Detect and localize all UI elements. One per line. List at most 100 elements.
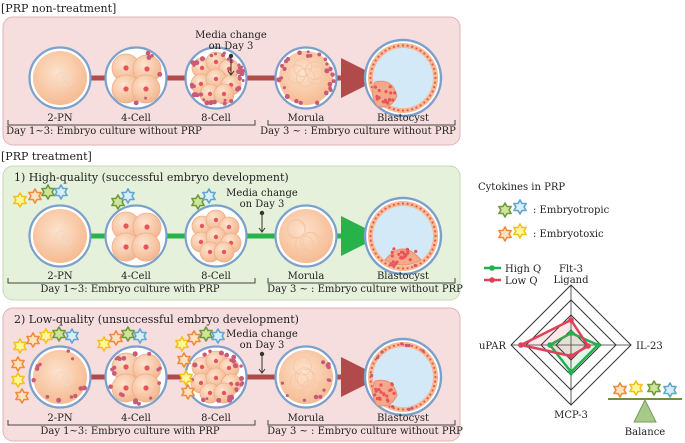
embryo-blastocyst-te-nucleus	[384, 207, 387, 210]
period1-low: Day 1~3: Embryo culture with PRP	[40, 426, 220, 437]
embryo-8-cell-fragment	[231, 354, 237, 360]
embryo-morula-fragment	[282, 66, 287, 72]
embryo-morula-fragment	[328, 66, 333, 72]
cell-label-blastocyst: Blastocyst	[377, 413, 429, 424]
embryo-blastocyst-te-nucleus	[434, 234, 437, 238]
embryo-blastocyst-te-nucleus	[397, 408, 400, 411]
embryo-blastocyst-te-nucleus	[374, 252, 377, 255]
embryo-2-pn	[28, 204, 92, 268]
cell-label-4-cell: 4-Cell	[121, 413, 151, 424]
embryo-blastocyst-icm-nucleus	[413, 263, 417, 268]
media-change-low-line2: on Day 3	[240, 340, 285, 351]
embryo-blastocyst-te-nucleus	[370, 67, 373, 70]
embryo-blastocyst-te-nucleus	[369, 234, 372, 238]
balance-star-green	[647, 380, 661, 396]
embryo-blastocyst-te-nucleus	[419, 49, 422, 52]
legend-high-q: High Q	[505, 264, 541, 275]
cell-label-2-pn: 2-PN	[47, 113, 72, 124]
embryo-blastocyst-te-nucleus	[434, 375, 437, 379]
embryo-morula-fragment	[323, 57, 328, 62]
connector-bar	[167, 374, 185, 380]
embryo-4-cell-fragment	[121, 355, 127, 361]
embryo-4-cell-fragment	[136, 401, 141, 406]
embryo-8-cell-fragment	[239, 382, 244, 387]
embryo-8-cell-fragment	[222, 101, 227, 106]
cell-label-morula: Morula	[288, 113, 325, 124]
embryo-morula-fragment	[317, 52, 322, 57]
embryo-blastocyst-te-nucleus	[419, 104, 422, 107]
legend-embryotropic: : Embryotropic	[533, 205, 610, 216]
embryo-blastocyst-te-nucleus	[372, 362, 375, 365]
embryo-blastocyst-te-nucleus	[434, 380, 437, 383]
cytokine-star-y	[39, 328, 53, 344]
embryo-morula-fragment	[326, 362, 331, 367]
embryo-morula-fragment	[305, 54, 310, 58]
embryo-blastocyst-te-nucleus	[423, 400, 426, 403]
embryo-blastocyst-te-nucleus	[419, 348, 422, 351]
cell-label-blastocyst: Blastocyst	[377, 271, 429, 282]
cytokine-star-g	[52, 326, 66, 342]
embryo-blastocyst-te-nucleus	[434, 230, 437, 233]
embryo-blastocyst-te-nucleus	[397, 109, 400, 112]
embryo-morula-cell-outline	[293, 58, 313, 77]
embryo-2-pn	[28, 345, 92, 409]
embryo-8-cell	[184, 345, 248, 409]
embryo-morula-fragment	[297, 50, 302, 56]
embryo-blastocyst-icm-nucleus	[377, 96, 381, 100]
embryo-blastocyst-te-nucleus	[397, 202, 400, 205]
embryo-blastocyst-icm-nucleus	[388, 388, 392, 393]
embryo-blastocyst-te-nucleus	[431, 90, 434, 93]
embryo-blastocyst-te-nucleus	[372, 221, 375, 224]
embryo-8-cell-fragment	[226, 57, 230, 61]
cytokine-star-y	[179, 370, 193, 386]
embryo-blastocyst-te-nucleus	[411, 203, 414, 206]
period2-high: Day 3 ~ : Embryo culture without PRP	[267, 284, 463, 295]
embryo-8-cell-fragment	[224, 352, 230, 358]
embryo-blastocyst-icm-nucleus	[408, 258, 412, 262]
embryo-4-cell-fragment	[132, 351, 138, 357]
low-point-upar	[518, 342, 524, 348]
embryo-8-cell-fragment	[229, 358, 233, 362]
embryo-2-pn	[28, 46, 92, 110]
embryo-2-pn-pronucleus	[55, 72, 69, 86]
embryo-2-pn-fragment	[66, 349, 70, 353]
embryo-blastocyst-te-nucleus	[374, 217, 377, 220]
embryo-2-pn-fragment	[69, 395, 74, 399]
legend-embryotoxic: : Embryotoxic	[533, 229, 604, 240]
embryo-blastocyst-te-nucleus	[397, 44, 400, 47]
embryo-blastocyst-te-nucleus	[369, 380, 372, 383]
embryo-blastocyst-te-nucleus	[370, 385, 373, 388]
cytokine-star-o	[11, 356, 25, 372]
embryo-8-cell-fragment	[237, 63, 241, 67]
embryo-blastocyst-fragment	[421, 349, 425, 353]
bracket-day1-3	[7, 420, 256, 426]
embryo-morula-fragment	[313, 394, 319, 400]
embryo-blastocyst-te-nucleus	[380, 210, 383, 213]
embryo-blastocyst	[363, 337, 443, 417]
cytokine-star-b	[133, 328, 147, 344]
embryo-8-cell-nucleus	[213, 59, 219, 65]
embryo-4-cell-nucleus	[123, 364, 129, 370]
embryo-morula-fragment	[318, 394, 323, 399]
embryo-blastocyst-te-nucleus	[433, 86, 436, 89]
embryo-blastocyst-te-nucleus	[401, 267, 405, 270]
embryo-8-cell-nucleus	[199, 364, 205, 370]
embryo-morula-fragment	[323, 90, 329, 96]
connector-bar	[91, 75, 105, 81]
media-change-high-line2: on Day 3	[240, 199, 285, 210]
low-quality-label: 2) Low-quality (unsuccessful embryo deve…	[14, 313, 299, 326]
period1-high: Day 1~3: Embryo culture with PRP	[40, 284, 220, 295]
embryo-morula-fragment	[282, 86, 287, 90]
embryo-8-cell-fragment	[209, 53, 214, 58]
bracket-day3-on	[267, 420, 456, 426]
cytokine-star-b	[121, 188, 135, 204]
embryo-morula-fragment	[280, 63, 284, 68]
cell-label-8-cell: 8-Cell	[201, 113, 231, 124]
embryo-4-cell-fragment	[157, 71, 163, 77]
embryo-blastocyst-icm-nucleus	[375, 397, 379, 401]
media-change-pin-tip	[258, 227, 266, 233]
embryo-4-cell-nucleus	[123, 65, 129, 71]
media-change-pin-head	[259, 351, 265, 357]
embryo-blastocyst-te-nucleus	[434, 239, 437, 242]
